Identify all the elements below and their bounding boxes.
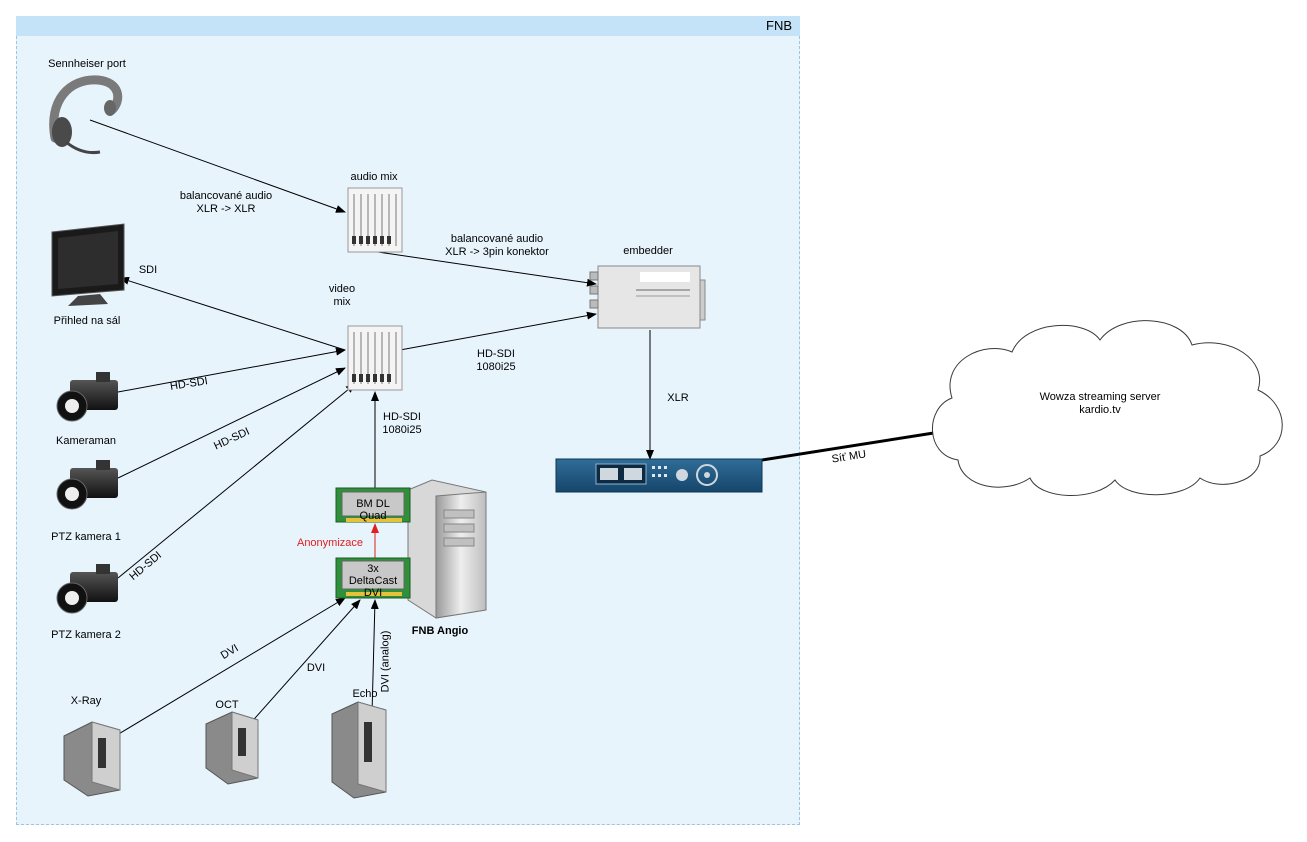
- camera-ptz1-icon: [56, 460, 118, 510]
- edge-cam2-video: [117, 367, 346, 479]
- label-oct: OCT: [215, 699, 239, 711]
- label-audio-mix: audio mix: [350, 171, 398, 183]
- edge-cam1-video: [117, 347, 346, 393]
- embedder-icon: [589, 265, 706, 329]
- label-video-mix: video mix: [328, 283, 356, 308]
- label-headset: Sennheiser port: [48, 58, 126, 70]
- edge-audio-embedder: [377, 251, 597, 287]
- label-embedder: embedder: [623, 245, 673, 257]
- edge-xray-card: [111, 597, 346, 739]
- camera-ptz2-icon: [56, 564, 118, 614]
- fnb-region: [16, 16, 800, 825]
- edge-video-embedder: [399, 311, 597, 351]
- label-monitor: Přihled na sál: [53, 315, 121, 327]
- edge-label-embedder-box: XLR: [667, 392, 689, 404]
- label-cam-kameraman: Kameraman: [56, 435, 116, 447]
- label-cam-ptz2: PTZ kamera 2: [51, 629, 121, 641]
- edge-cam3-video: [117, 383, 356, 579]
- edge-label-video-embedder: HD-SDI 1080i25: [476, 348, 516, 373]
- label-cloud: Wowza streaming server kardio.tv: [1039, 391, 1161, 416]
- fnb-region-title: FNB: [766, 18, 792, 33]
- edge-label-video-monitor: SDI: [138, 264, 158, 276]
- edge-label-server-video: HD-SDI 1080i25: [382, 411, 422, 436]
- edge-box-cloud: [761, 430, 941, 462]
- server-tower-icon: [407, 479, 487, 619]
- edge-label-echo: DVI (analog): [379, 630, 392, 693]
- label-card-deltacast: 3x DeltaCast DVI: [348, 563, 398, 599]
- label-xray: X-Ray: [70, 695, 102, 707]
- edge-echo-card: [370, 599, 379, 715]
- card-bm-icon: [335, 487, 411, 523]
- edge-video-monitor: [119, 276, 346, 351]
- edge-label-oct: DVI: [306, 662, 326, 674]
- headset-icon: [49, 75, 123, 154]
- echo-workstation-icon: [331, 701, 387, 799]
- audio-mixer-icon: [347, 187, 403, 253]
- edge-label-headset-audio: balancované audio XLR -> XLR: [179, 190, 273, 215]
- fnb-region-header: [16, 16, 800, 36]
- label-cam-ptz1: PTZ kamera 1: [51, 531, 121, 543]
- video-mixer-icon: [347, 325, 403, 391]
- edge-oct-card: [247, 599, 361, 727]
- card-deltacast-icon: [335, 557, 411, 599]
- edge-headset-audio: [89, 119, 346, 213]
- label-server: FNB Angio: [411, 625, 469, 637]
- xray-workstation-icon: [63, 721, 121, 797]
- edge-label-anonymizace: Anonymizace: [296, 537, 364, 549]
- label-card-bm: BM DL Quad: [356, 498, 390, 522]
- cloud-icon: [931, 320, 1283, 496]
- label-echo: Echo: [352, 688, 378, 700]
- streaming-encoder-icon: [555, 458, 763, 493]
- oct-workstation-icon: [205, 711, 259, 785]
- monitor-icon: [51, 223, 125, 306]
- camera-kameraman-icon: [56, 372, 118, 422]
- edge-label-audio-embedder: balancované audio XLR -> 3pin konektor: [445, 233, 549, 258]
